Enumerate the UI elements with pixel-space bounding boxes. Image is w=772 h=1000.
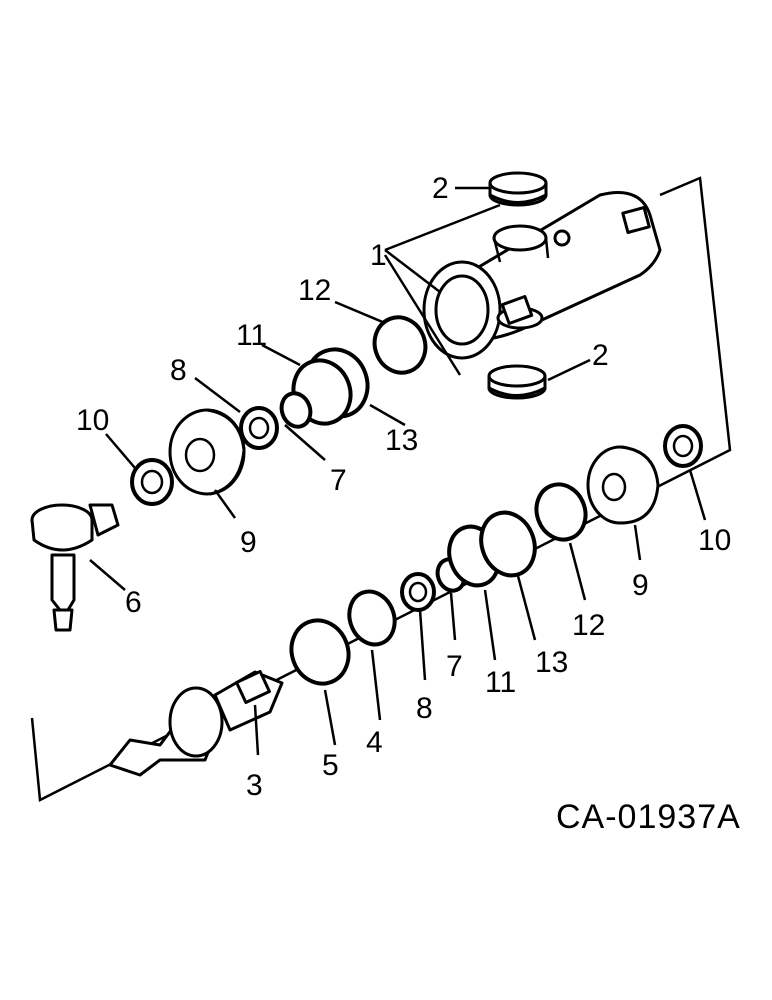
- part-13-ring-lower: [479, 510, 537, 578]
- callout-7-lower: 7: [446, 650, 463, 683]
- callout-8-lower: 8: [416, 692, 433, 725]
- callout-2-bottom: 2: [592, 339, 609, 372]
- callout-3: 3: [246, 769, 263, 802]
- callout-12-lower: 12: [572, 609, 605, 642]
- callout-8-upper: 8: [170, 354, 187, 387]
- callout-6: 6: [125, 586, 142, 619]
- callout-13-upper: 13: [385, 424, 418, 457]
- part-6-tie-rod-end: [30, 503, 120, 632]
- part-12-ring-upper: [372, 315, 428, 375]
- part-1-cylinder-body: [422, 191, 662, 360]
- frame-outline: [30, 176, 732, 802]
- part-3-piston-rod: [108, 670, 284, 777]
- part-9-piston-upper: [168, 408, 246, 496]
- part-7-ring-upper: [279, 391, 313, 429]
- callout-1: 1: [370, 239, 387, 272]
- callout-5: 5: [322, 749, 339, 782]
- drawing-code: CA-01937A: [556, 798, 741, 836]
- callout-11-lower: 11: [485, 666, 516, 699]
- part-2-bushing-top: [488, 171, 548, 207]
- part-9-piston-lower: [586, 445, 660, 525]
- callout-12-upper: 12: [298, 274, 331, 307]
- callout-13-lower: 13: [535, 646, 568, 679]
- callout-7-upper: 7: [330, 464, 347, 497]
- part-2-bushing-bottom: [487, 364, 547, 400]
- callout-10-upper: 10: [76, 404, 109, 437]
- part-10-washer-upper: [130, 458, 174, 506]
- part-8-washer-lower: [400, 572, 436, 612]
- part-12-ring-lower: [534, 482, 588, 542]
- part-10-washer-lower: [663, 424, 703, 468]
- leader-lines: [89, 186, 707, 756]
- callout-4: 4: [366, 726, 383, 759]
- callout-9-upper: 9: [240, 526, 257, 559]
- callout-9-lower: 9: [632, 569, 649, 602]
- part-4-ring-lower: [347, 589, 397, 647]
- callout-10-lower: 10: [698, 524, 731, 557]
- callout-11-upper: 11: [236, 319, 267, 352]
- part-5-ring-lower: [289, 618, 351, 686]
- part-8-washer-upper: [239, 406, 279, 450]
- callout-2-top: 2: [432, 172, 449, 205]
